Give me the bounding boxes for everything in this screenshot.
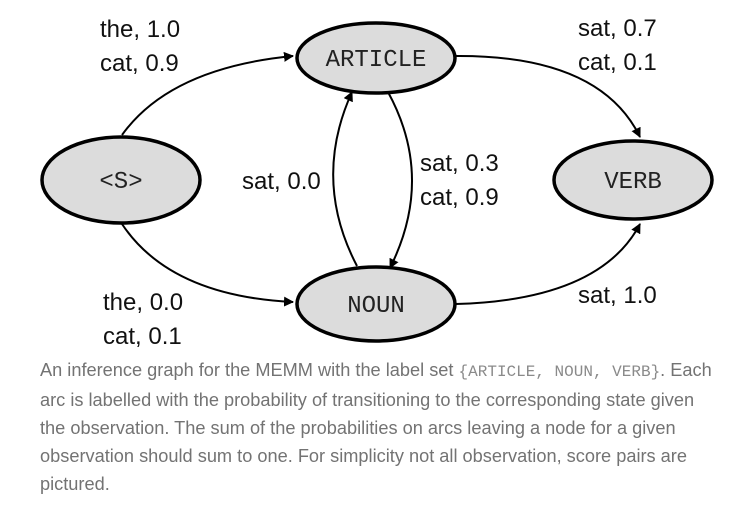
node-verb-label: VERB: [604, 169, 662, 196]
edge-label-article-noun-2: cat, 0.9: [420, 184, 499, 211]
edge-noun-to-article: [332, 91, 358, 267]
edge-article-to-noun: [387, 91, 413, 269]
edge-label-start-noun-1: the, 0.0: [103, 289, 183, 316]
node-noun-label: NOUN: [347, 293, 405, 320]
node-article-label: ARTICLE: [326, 47, 427, 74]
edge-noun-to-verb: [455, 223, 641, 305]
edge-label-start-article-1: the, 1.0: [100, 16, 180, 43]
edge-label-article-noun-1: sat, 0.3: [420, 150, 499, 177]
edge-label-article-verb-1: sat, 0.7: [578, 15, 657, 42]
edge-label-noun-verb-1: sat, 1.0: [578, 282, 657, 309]
edge-label-article-verb-2: cat, 0.1: [578, 49, 657, 76]
node-noun: NOUN: [295, 265, 457, 343]
caption-text-1: An inference graph for the MEMM with the…: [40, 360, 459, 380]
node-start-label: <S>: [99, 169, 142, 196]
node-verb: VERB: [552, 139, 714, 221]
figure-caption: An inference graph for the MEMM with the…: [40, 356, 720, 498]
caption-label-set: {ARTICLE, NOUN, VERB}: [458, 363, 661, 381]
edge-label-start-noun-2: cat, 0.1: [103, 323, 182, 350]
edge-start-to-noun: [121, 223, 294, 307]
edge-label-start-article-2: cat, 0.9: [100, 50, 179, 77]
edge-article-to-verb: [455, 54, 641, 138]
edge-start-to-article: [121, 51, 294, 136]
caption-text-2: . Each arc is labelled with the probabil…: [40, 360, 712, 494]
node-article: ARTICLE: [295, 21, 457, 95]
edge-label-noun-article-1: sat, 0.0: [242, 168, 321, 195]
node-start: <S>: [40, 135, 202, 225]
memm-inference-graph: <S> ARTICLE NOUN VERB the, 1.0 cat, 0.9 …: [40, 15, 714, 350]
